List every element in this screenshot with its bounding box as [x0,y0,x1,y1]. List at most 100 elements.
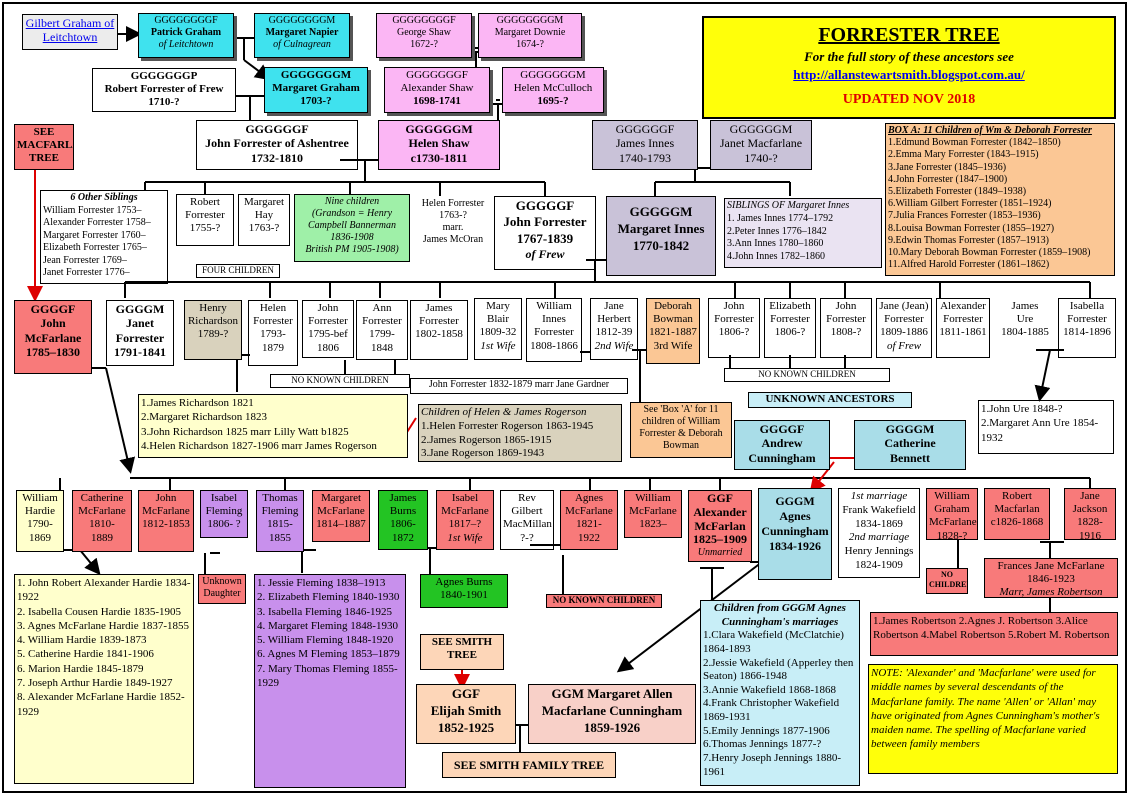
mary-blair-role: 1st Wife [480,339,516,352]
henry-richardson-first: Henry [199,302,227,314]
henry-richardson-dates: 1789-? [197,328,229,341]
rogerson-child: 3.Jane Rogerson 1869-1943 [421,447,545,460]
thomas-fleming-dates-b: 1855 [269,531,291,544]
james-burns-dates: 1806- [390,518,416,531]
person-isabella-forrester: Isabella Forrester 1814-1896 [1058,298,1116,358]
janet-macfarlane-generation: GGGGGGM [729,122,793,136]
james-ure-dates: 1804-1885 [1001,326,1049,339]
catherine-generation: GGGGM [885,422,935,436]
person-margaret-allen-cunningham: GGM Margaret Allen Macfarlane Cunningham… [528,684,696,744]
james-innes-name: James Innes [615,136,675,151]
no-known-children-text: NO KNOWN CHILDREN [552,595,656,605]
blog-link[interactable]: http://allanstewartsmith.blogspot.com.au… [793,66,1025,82]
helen-mcoran-spouse: James McOran [422,234,484,245]
isabella-dates: 1814-1896 [1063,326,1111,339]
catherine-first: Catherine [884,436,936,451]
hardie-child: 5. Catherine Hardie 1841-1906 [17,648,154,661]
person-margaret-downie: GGGGGGGGM Margaret Downie 1674-? [478,13,582,58]
no-known-children-1: NO KNOWN CHILDREN [270,374,410,388]
rogerson-children-box: Children of Helen & James Rogerson 1.Hel… [418,404,622,462]
person-helen-forrester-mcoran: Helen Forrester 1763-? marr. James McOra… [414,196,492,254]
agnes-cunningham-generation: GGGM [775,494,815,508]
no-known-children-text: NO KNOWN CHILDREN [291,375,389,385]
agnes-burns-dates: 1840-1901 [440,589,488,602]
agnes-mcfarlane-dates-b: 1922 [578,531,600,544]
robert-frew-generation: GGGGGGGP [130,70,198,82]
catherine-mcfarlane-dates-b: 1889 [91,531,113,544]
unknown-daughter-box: Unknown Daughter [198,574,246,604]
ure-child: 1.John Ure 1848-? [981,403,1063,415]
four-children-text: FOUR CHILDREN [202,265,274,275]
elizabeth-first: Elizabeth [769,300,811,312]
margaret-allen-name: GGM Margaret Allen [551,686,673,701]
robert-first: Robert [190,196,220,208]
person-rev-gilbert-macmillan: Rev Gilbert MacMillan ?-? [500,490,554,550]
box-a-item: 3.Jane Forrester (1845–1936) [888,161,1007,173]
person-james-innes: GGGGGGF James Innes 1740-1793 [592,120,698,170]
james-forrester-surname: Forrester [419,315,459,328]
cunningham-child: 4.Frank Christopher Wakefield 1869-1931 [703,697,840,723]
john-1806-surname: Forrester [714,313,754,326]
cunningham-child: 3.Annie Wakefield 1868-1868 [703,683,837,696]
agnes-cunningham-surname: Cunningham [761,524,829,538]
janet-forrester-dates: 1791-1841 [114,345,166,360]
person-margaret-hay: Margaret Hay 1763-? [238,194,290,246]
hardie-child: 4. William Hardie 1839-1873 [17,634,147,647]
margaret-graham-dates: 1703-? [300,95,332,108]
person-helen-forrester-1793: Helen Forrester 1793-1879 [248,300,298,366]
person-ann-forrester: Ann Forrester 1799-1848 [356,300,408,360]
person-agnes-mcfarlane: Agnes McFarlane 1821- 1922 [560,490,618,550]
agnes-mcfarlane-dates: 1821- [576,518,602,531]
see-smith-family-label: SEE SMITH FAMILY TREE [453,758,605,772]
nine-children-line: Nine children [324,196,380,207]
john-mcfarlane-1812-dates: 1812-1853 [142,518,190,531]
box-a-item: 2.Emma Mary Forrester (1843–1915) [888,149,1039,161]
john-frew-generation: GGGGGF [515,198,575,213]
unknown-ancestors-label: UNKNOWN ANCESTORS [748,392,912,408]
helen-1793-surname: Forrester [253,315,293,328]
other-siblings-title: 6 Other Siblings [70,192,138,203]
william-graham-middle: Graham [934,503,970,516]
sibling-item: Jean Forrester 1769– [43,254,127,266]
john-1832-text: John Forrester 1832-1879 marr Jane Gardn… [428,379,610,390]
box-a-title: BOX A: 11 Children of Wm & Deborah Forre… [888,125,1092,136]
person-john-forrester-1795: John Forrester 1795-bef 1806 [302,300,354,358]
robert-macfarlan-surname: Macfarlan [994,503,1040,516]
box-a-item: 10.Mary Deborah Bowman Forrester (1859–1… [888,246,1091,258]
hardie-child: 7. Joseph Arthur Hardie 1849-1927 [17,677,173,690]
hardie-child: 6. Marion Hardie 1845-1879 [17,662,144,675]
see-smith-family-tree[interactable]: SEE SMITH FAMILY TREE [442,752,616,778]
john-mcfarlane-1812-first: John [155,492,177,504]
isabel-mcfarlane-first: Isabel [451,492,479,504]
hardie-child: 2. Isabella Cousen Hardie 1835-1905 [17,605,182,618]
agnes-burns-name: Agnes Burns [435,576,493,588]
ann-first: Ann [372,302,392,314]
jane-jackson-dates: 1828-1916 [1077,516,1103,540]
no-known-children-3: NO KNOWN CHILDREN [546,594,662,608]
rogerson-child: 1.Helen Forrester Rogerson 1863-1945 [421,419,594,432]
hay-surname: Hay [254,209,274,222]
see-macfarlane-tree[interactable]: SEE MACFARLANE TREE [14,124,74,170]
robertson-children-text: 1.James Robertson 2.Agnes J. Robertson 3… [873,615,1110,642]
person-william-hardie: William Hardie 1790- 1869 [16,490,64,552]
catherine-mcfarlane-first: Catherine [80,492,124,504]
gilbert-graham-label[interactable]: Gilbert Graham of Leitchtown [25,16,115,45]
william-innes-dates: 1808-1866 [530,339,578,352]
andrew-surname: Cunningham [748,450,816,465]
gilbert-graham-link[interactable]: Gilbert Graham of Leitchtown [22,14,118,50]
siblings-innes-box: SIBLINGS OF Margaret Innes 1. James Inne… [724,198,882,268]
john-frew-dates: 1767-1839 [516,230,574,246]
unknown-daughter-text: Unknown Daughter [202,576,242,599]
person-john-mcfarlane-1812: John McFarlane 1812-1853 [138,490,194,552]
downie-name: Margaret Downie [494,27,566,38]
title-subtitle: For the full story of these ancestors se… [804,49,1014,64]
richardson-child: 2.Margaret Richardson 1823 [141,411,267,424]
deborah-role: 3rd Wife [653,339,693,352]
see-smith-tree[interactable]: SEE SMITH TREE [420,634,504,670]
person-john-forrester-1806: John Forrester 1806-? [708,298,760,358]
hardie-children-box: 1. John Robert Alexander Hardie 1834-192… [14,574,194,784]
cunningham-children-box: Children from GGGM Agnes Cunningham's ma… [700,600,860,786]
person-helen-shaw: GGGGGGM Helen Shaw c1730-1811 [378,120,500,170]
fleming-child: 2. Elizabeth Fleming 1840-1930 [257,591,400,604]
